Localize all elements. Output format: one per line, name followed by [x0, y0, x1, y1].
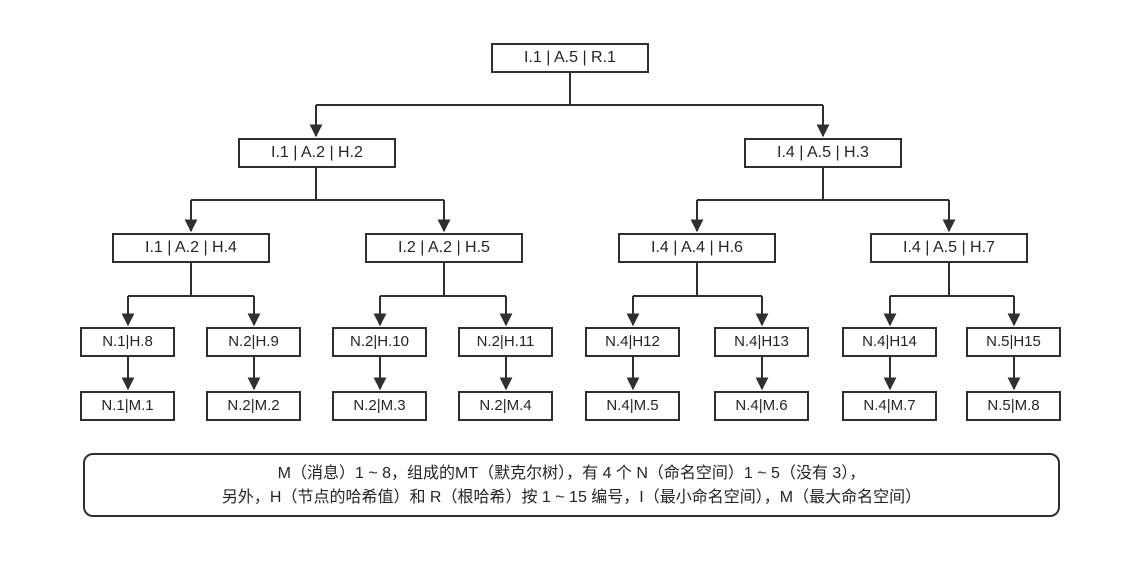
tree-node-h7: I.4 | A.5 | H.7 — [870, 233, 1028, 263]
tree-node-h13: N.4|H13 — [714, 327, 809, 357]
tree-node-h3: I.4 | A.5 | H.3 — [744, 138, 902, 168]
tree-node-m6: N.4|M.6 — [714, 391, 809, 421]
tree-node-root: I.1 | A.5 | R.1 — [491, 43, 649, 73]
tree-node-h15: N.5|H15 — [966, 327, 1061, 357]
tree-node-m5: N.4|M.5 — [585, 391, 680, 421]
tree-node-h12: N.4|H12 — [585, 327, 680, 357]
tree-node-h4: I.1 | A.2 | H.4 — [112, 233, 270, 263]
tree-node-h10: N.2|H.10 — [332, 327, 427, 357]
legend-note-line-2: 另外，H（节点的哈希值）和 R（根哈希）按 1 ~ 15 编号，I（最小命名空间… — [221, 489, 922, 506]
tree-node-h6: I.4 | A.4 | H.6 — [618, 233, 776, 263]
tree-node-h9: N.2|H.9 — [206, 327, 301, 357]
tree-node-h14: N.4|H14 — [842, 327, 937, 357]
tree-node-m2: N.2|M.2 — [206, 391, 301, 421]
tree-node-m8: N.5|M.8 — [966, 391, 1061, 421]
tree-node-m7: N.4|M.7 — [842, 391, 937, 421]
tree-node-h5: I.2 | A.2 | H.5 — [365, 233, 523, 263]
tree-node-m3: N.2|M.3 — [332, 391, 427, 421]
tree-node-m1: N.1|M.1 — [80, 391, 175, 421]
legend-note-line-1: M（消息）1 ~ 8，组成的MT（默克尔树），有 4 个 N（命名空间）1 ~ … — [277, 465, 866, 482]
tree-node-h8: N.1|H.8 — [80, 327, 175, 357]
tree-node-h2: I.1 | A.2 | H.2 — [238, 138, 396, 168]
tree-node-h11: N.2|H.11 — [458, 327, 553, 357]
legend-note-box: M（消息）1 ~ 8，组成的MT（默克尔树），有 4 个 N（命名空间）1 ~ … — [83, 453, 1060, 517]
tree-node-m4: N.2|M.4 — [458, 391, 553, 421]
